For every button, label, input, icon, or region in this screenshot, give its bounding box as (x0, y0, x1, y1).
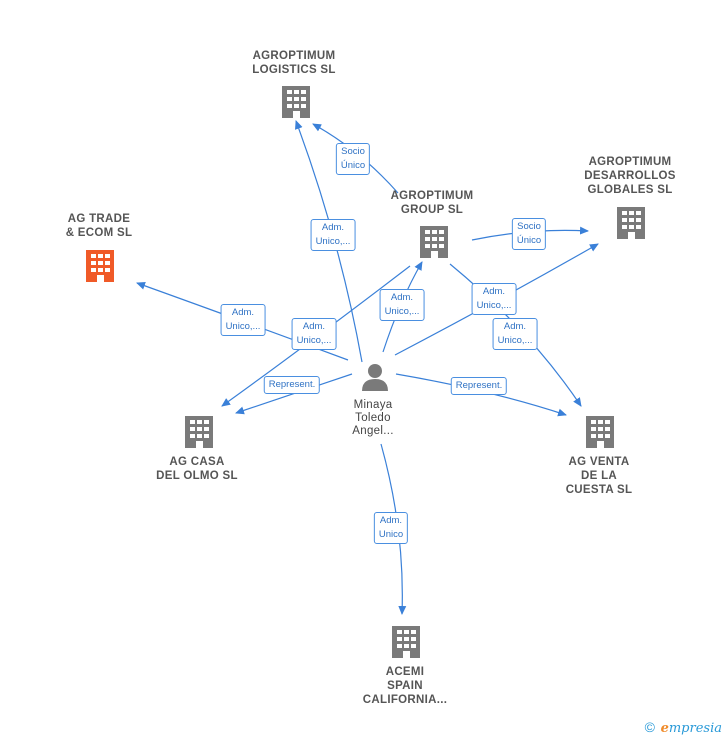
edge-label-adm-group[interactable]: Adm. Unico,... (379, 289, 425, 321)
node-label-acemi[interactable]: ACEMI SPAIN CALIFORNIA... (362, 666, 448, 706)
footer-brand: © empresia (645, 719, 722, 736)
building-icon-agtrade (86, 250, 114, 282)
edge-label-socio-logistics[interactable]: Socio Único (335, 143, 371, 175)
edge-label-adm-agtrade[interactable]: Adm. Unico,... (220, 304, 266, 336)
edge-label-adm-logistics[interactable]: Adm. Unico,... (310, 219, 356, 251)
edge-label-adm-acemi[interactable]: Adm. Unico (373, 512, 409, 544)
brand-logo: empresia (660, 721, 722, 736)
copyright-icon: © (644, 719, 655, 735)
edge-label-adm-venta[interactable]: Adm. Unico,... (492, 318, 538, 350)
edge-label-adm-desarrollos[interactable]: Adm. Unico,... (471, 283, 517, 315)
person-icon (362, 364, 388, 391)
edge-label-adm-casaolmo[interactable]: Adm. Unico,... (291, 318, 337, 350)
edge-label-rep-venta[interactable]: Represent. (450, 377, 508, 395)
node-label-person[interactable]: Minaya Toledo Angel... (352, 399, 394, 437)
building-icon-logistics (282, 86, 310, 118)
building-icon-casaolmo (185, 416, 213, 448)
node-label-logistics[interactable]: AGROPTIMUM LOGISTICS SL (252, 50, 336, 76)
building-icon-group (420, 226, 448, 258)
edge-label-socio-desarrollos[interactable]: Socio Único (511, 218, 547, 250)
node-label-casaolmo[interactable]: AG CASA DEL OLMO SL (156, 456, 238, 482)
building-icon-venta (586, 416, 614, 448)
building-icon-desarrollos (617, 207, 645, 239)
node-label-desarrollos[interactable]: AGROPTIMUM DESARROLLOS GLOBALES SL (584, 156, 676, 196)
node-label-group[interactable]: AGROPTIMUM GROUP SL (390, 190, 474, 216)
edge-person-casaolmo-rep (235, 373, 353, 415)
building-icon-acemi (392, 626, 420, 658)
edge-label-rep-casaolmo[interactable]: Represent. (263, 376, 321, 394)
node-label-agtrade[interactable]: AG TRADE & ECOM SL (65, 213, 133, 239)
node-label-venta[interactable]: AG VENTA DE LA CUESTA SL (565, 456, 633, 496)
